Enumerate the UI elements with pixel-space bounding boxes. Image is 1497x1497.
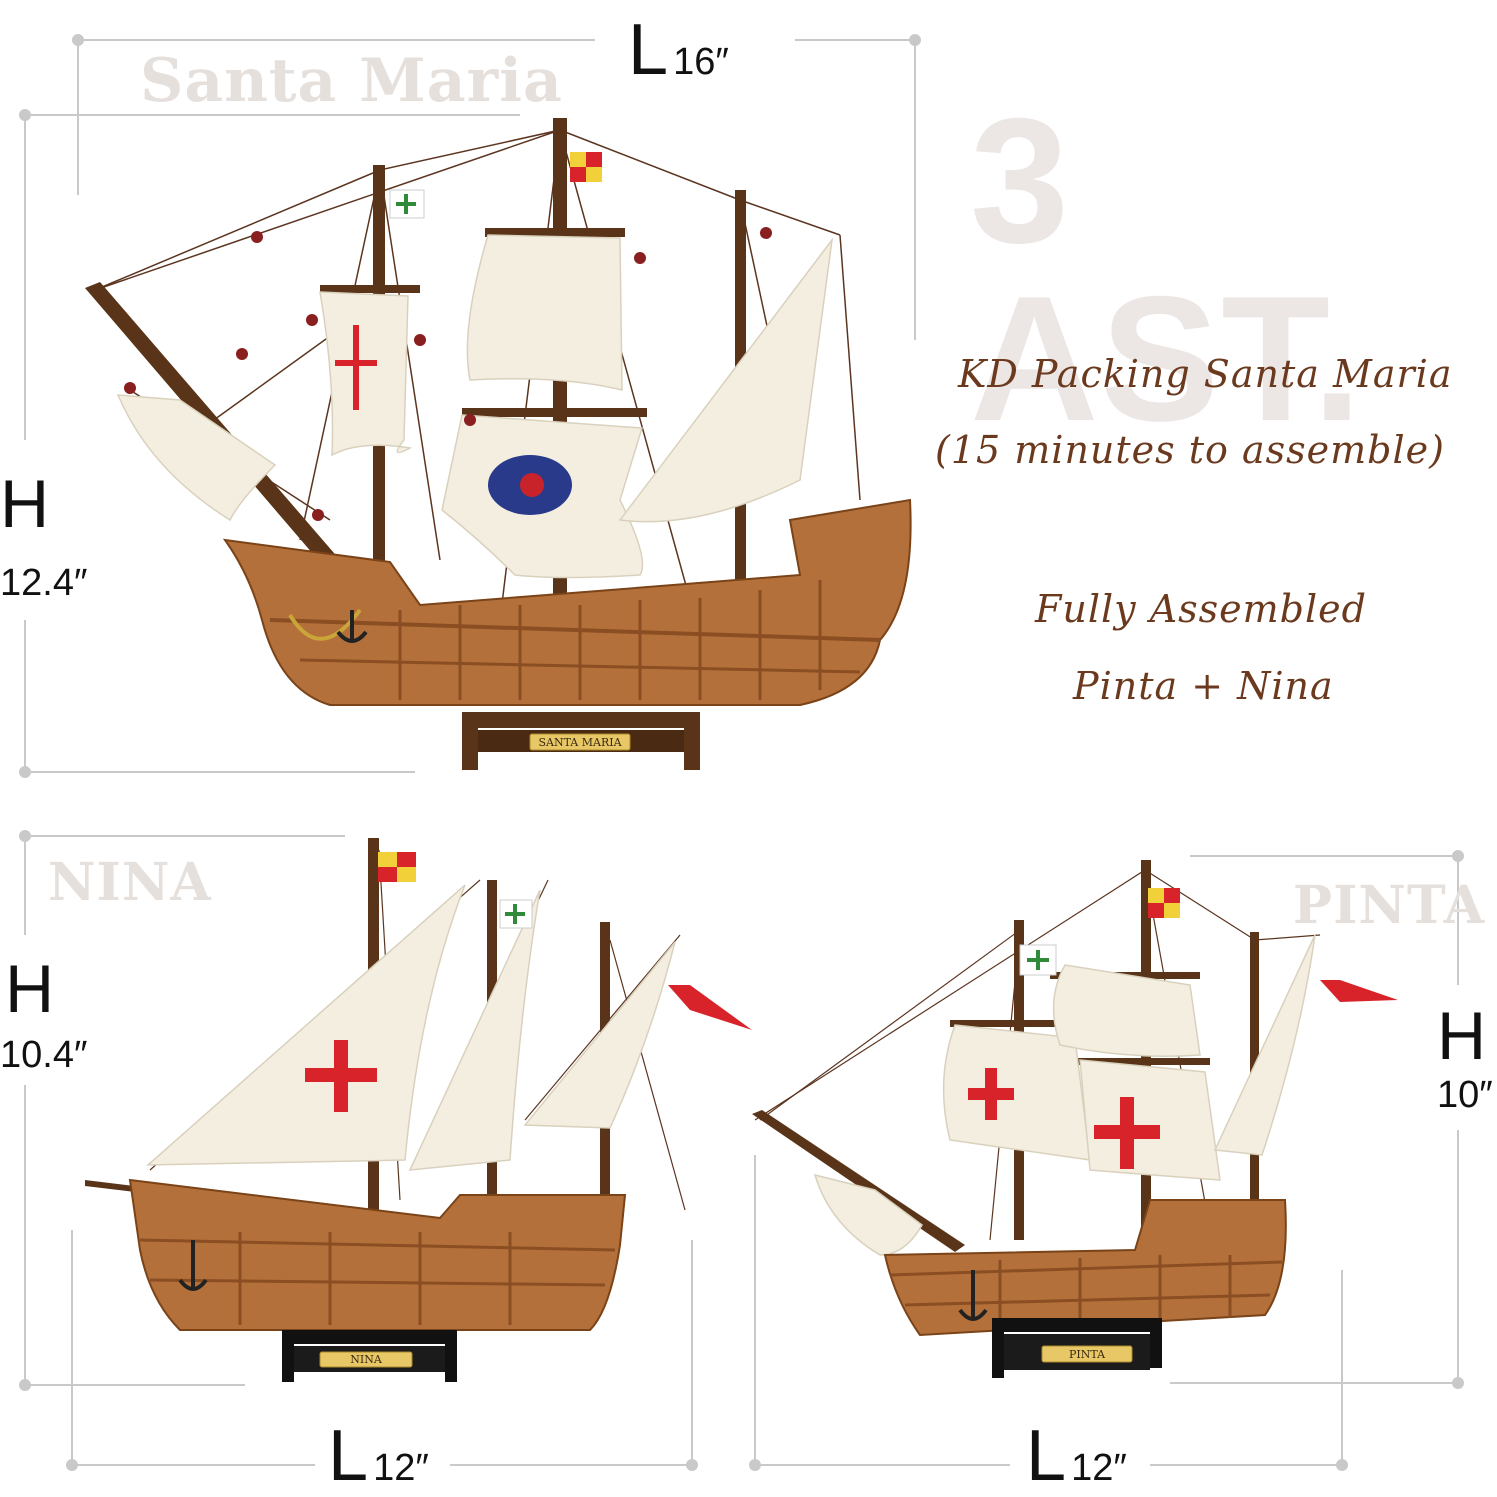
pinta-length: L 12″ xyxy=(1026,1420,1127,1492)
length-letter: L xyxy=(1026,1416,1067,1496)
nina-model: NINA xyxy=(85,838,752,1382)
nina-hull xyxy=(128,1178,627,1331)
pinta-model: PINTA xyxy=(752,860,1398,1378)
nina-stand: NINA xyxy=(282,1330,457,1382)
pinta-height-letter: H xyxy=(1437,998,1487,1074)
santa-maria-flags xyxy=(389,152,602,219)
assortment-label: 3 AST. xyxy=(970,81,1364,458)
santa-maria-length: L 16″ xyxy=(628,14,729,86)
length-value: 12″ xyxy=(1071,1447,1127,1489)
santa-maria-anchor xyxy=(336,610,368,643)
nina-dimension-lines xyxy=(19,830,698,1471)
nina-length: L 12″ xyxy=(328,1420,429,1492)
pinta-sail-crosses xyxy=(968,1068,1160,1169)
kd-packing-line-1: KD Packing Santa Maria xyxy=(958,352,1453,396)
nina-anchor xyxy=(178,1240,208,1291)
pinta-flags xyxy=(1019,888,1398,1002)
santa-maria-title: Santa Maria xyxy=(140,46,563,116)
santa-maria-plaque-text: SANTA MARIA xyxy=(538,736,622,749)
nina-sail-cross xyxy=(305,1040,377,1112)
fully-assembled-line-1: Fully Assembled xyxy=(1035,587,1367,631)
pinta-stand: PINTA xyxy=(992,1318,1162,1378)
santa-maria-eagle-emblem xyxy=(488,455,572,515)
santa-maria-stand: SANTA MARIA xyxy=(462,712,700,770)
pinta-dimension-lines xyxy=(749,850,1464,1471)
santa-maria-dimension-lines xyxy=(19,34,921,778)
nina-title: NINA xyxy=(48,852,212,913)
pinta-height-value: 10″ xyxy=(1437,1074,1493,1116)
nina-plaque-text: NINA xyxy=(350,1353,383,1366)
santa-maria-hull xyxy=(222,498,912,706)
nina-flags xyxy=(378,852,752,1030)
pinta-plaque-text: PINTA xyxy=(1069,1348,1106,1361)
nina-height-value: 10.4″ xyxy=(0,1034,88,1076)
santa-maria-sail-cross xyxy=(335,325,377,410)
pinta-title: PINTA xyxy=(1293,875,1486,936)
santa-maria-height-letter: H xyxy=(0,466,50,542)
santa-maria-height-value: 12.4″ xyxy=(0,562,88,604)
santa-maria-model: SANTA MARIA xyxy=(85,118,912,770)
fully-assembled-line-2: Pinta + Nina xyxy=(1073,664,1334,708)
length-value: 16″ xyxy=(673,41,729,83)
pinta-anchor xyxy=(958,1270,988,1321)
length-letter: L xyxy=(328,1416,369,1496)
kd-packing-line-2: (15 minutes to assemble) xyxy=(935,428,1445,472)
length-letter: L xyxy=(628,10,669,90)
length-value: 12″ xyxy=(373,1447,429,1489)
nina-height-letter: H xyxy=(5,951,55,1027)
